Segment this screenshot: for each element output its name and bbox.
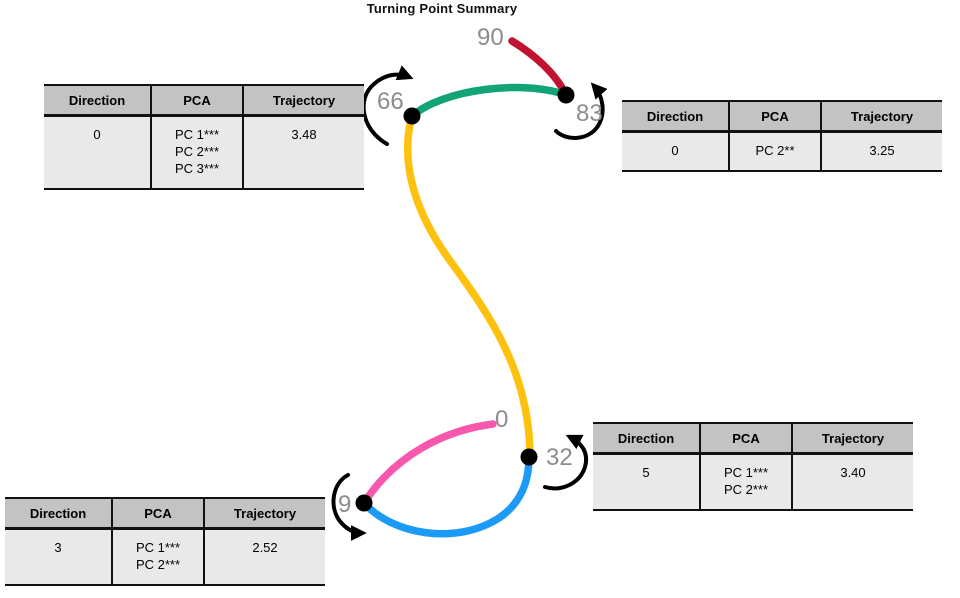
trajectory-value: 2.52 <box>203 530 325 584</box>
col-header-trajectory: Trajectory <box>203 499 325 527</box>
summary-table-top-right: Direction PCA Trajectory 0 PC 2** 3.25 <box>622 100 942 172</box>
direction-value: 3 <box>54 540 62 555</box>
col-header-trajectory: Trajectory <box>242 86 364 114</box>
col-header-pca: PCA <box>728 102 820 130</box>
col-header-trajectory: Trajectory <box>820 102 942 130</box>
rotation-arrow-32 <box>543 434 589 491</box>
turning-point-dot-9 <box>355 494 373 512</box>
rotation-arrow-9 <box>331 473 367 541</box>
trajectory-value: 3.25 <box>820 133 942 170</box>
col-header-trajectory: Trajectory <box>791 424 913 452</box>
col-header-pca: PCA <box>111 499 203 527</box>
age-label-9: 9 <box>338 491 352 518</box>
age-label-0: 0 <box>495 406 509 433</box>
col-header-direction: Direction <box>68 93 126 108</box>
summary-table-bottom-left: Direction PCA Trajectory 3 PC 1***PC 2**… <box>5 497 325 586</box>
turning-point-dot-32 <box>520 448 538 466</box>
pca-values: PC 2** <box>728 133 820 170</box>
trajectory-value: 3.40 <box>791 455 913 509</box>
segment-age-66-83 <box>408 83 570 120</box>
age-label-32: 32 <box>546 444 573 471</box>
pca-values: PC 1***PC 2*** <box>699 455 791 509</box>
age-label-66: 66 <box>377 88 404 115</box>
pca-values: PC 1***PC 2***PC 3*** <box>150 117 242 188</box>
direction-value: 0 <box>93 127 101 142</box>
col-header-direction: Direction <box>646 109 704 124</box>
figure-title: Turning Point Summary <box>366 1 518 16</box>
summary-table-bottom-right: Direction PCA Trajectory 5 PC 1***PC 2**… <box>593 422 913 511</box>
segment-age-32-66 <box>403 112 534 461</box>
col-header-direction: Direction <box>29 506 87 521</box>
col-header-pca: PCA <box>150 86 242 114</box>
rotation-arrow-66 <box>361 65 414 146</box>
direction-value: 5 <box>642 465 650 480</box>
rotation-arrow-83 <box>554 82 608 140</box>
segment-age-9-32 <box>360 453 533 538</box>
age-label-90: 90 <box>477 24 504 51</box>
summary-table-top-left: Direction PCA Trajectory 0 PC 1***PC 2**… <box>44 84 364 190</box>
col-header-pca: PCA <box>699 424 791 452</box>
col-header-direction: Direction <box>617 431 675 446</box>
pca-values: PC 1***PC 2*** <box>111 530 203 584</box>
segment-age-0-9 <box>360 420 497 507</box>
trajectory-value: 3.48 <box>242 117 364 188</box>
age-label-83: 83 <box>576 100 603 127</box>
direction-value: 0 <box>671 143 679 158</box>
turning-point-dot-66 <box>403 107 421 125</box>
turning-point-dot-83 <box>557 86 575 104</box>
